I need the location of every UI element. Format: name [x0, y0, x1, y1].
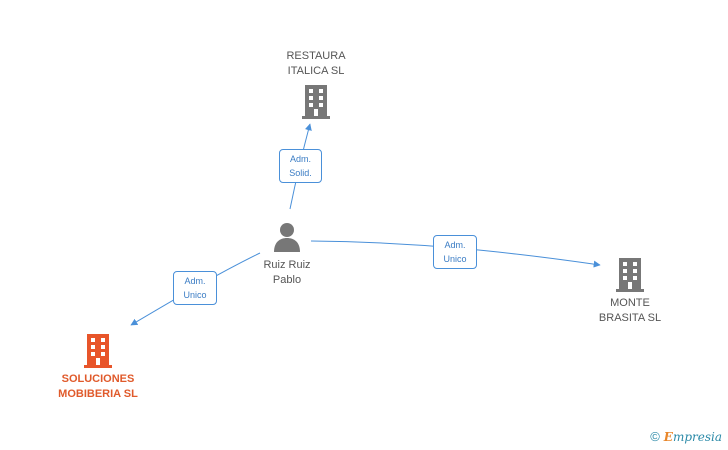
company-node-soluciones[interactable]: SOLUCIONES MOBIBERIA SL	[43, 334, 153, 402]
company-node-monte[interactable]: MONTE BRASITA SL	[585, 258, 675, 326]
edge-label-person-soluciones[interactable]: Adm. Unico	[173, 271, 217, 305]
company-label-soluciones: SOLUCIONES MOBIBERIA SL	[58, 373, 138, 400]
person-label: Ruiz Ruiz Pablo	[263, 259, 311, 286]
company-node-restaura[interactable]: RESTAURA ITALICA SL	[268, 49, 364, 119]
building-icon	[616, 258, 644, 292]
empresia-watermark: ©Empresia	[650, 429, 722, 444]
brand-logo-initial: E	[663, 430, 673, 444]
building-icon	[84, 334, 112, 368]
building-icon	[302, 85, 330, 119]
company-label-monte: MONTE BRASITA SL	[598, 297, 662, 324]
company-label-restaura: RESTAURA ITALICA SL	[286, 50, 346, 77]
person-icon	[274, 223, 300, 252]
brand-logo-text: mpresia	[672, 430, 722, 444]
copyright-symbol: ©	[650, 429, 660, 444]
edge-label-person-monte[interactable]: Adm. Unico	[433, 235, 477, 269]
person-node-ruiz[interactable]: Ruiz Ruiz Pablo	[247, 222, 327, 288]
edge-label-person-restaura[interactable]: Adm. Solid.	[279, 149, 322, 183]
